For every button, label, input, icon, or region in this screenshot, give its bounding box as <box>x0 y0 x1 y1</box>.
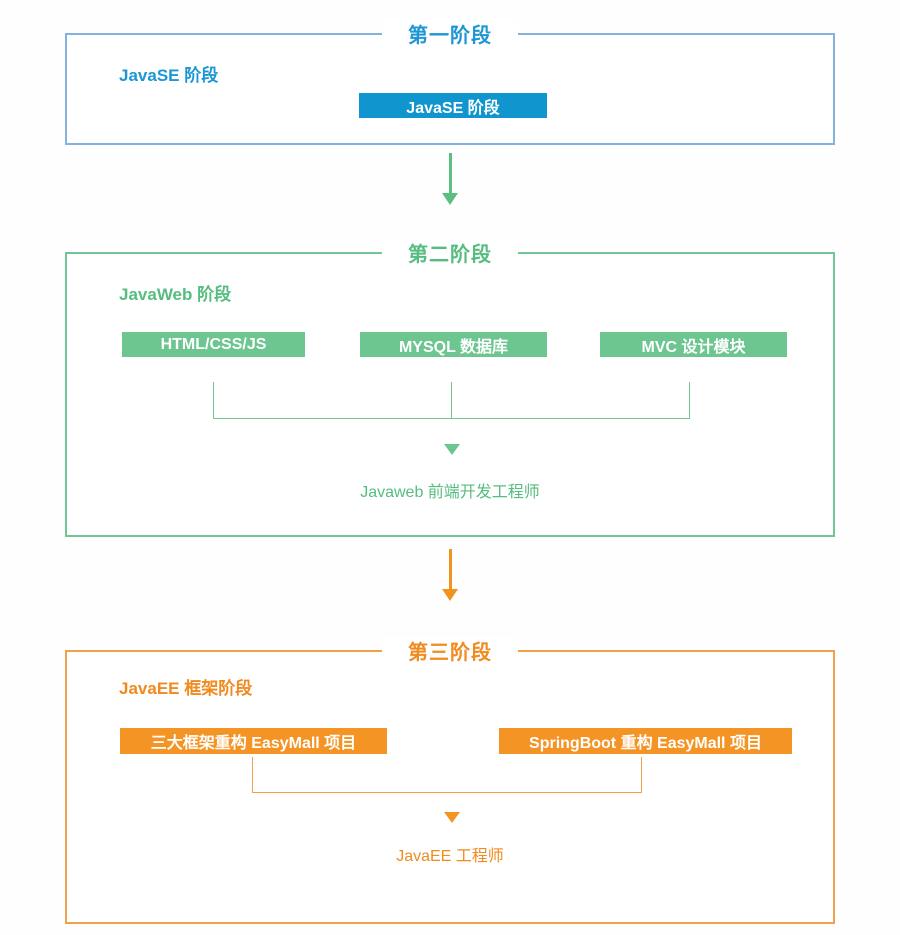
stage-3-chip-springboot: SpringBoot 重构 EasyMall 项目 <box>499 728 792 754</box>
stage-3-chip-three-frameworks: 三大框架重构 EasyMall 项目 <box>120 728 387 754</box>
connector-line <box>641 757 642 793</box>
connector-line <box>451 382 452 419</box>
stage-1-box: 第一阶段 JavaSE 阶段 JavaSE 阶段 <box>65 18 835 145</box>
stage-2-outcome: Javaweb 前端开发工程师 <box>360 484 540 501</box>
stage-2-title: 第二阶段 <box>382 237 518 267</box>
down-arrow-stage2-to-stage3 <box>441 549 459 601</box>
bracket-line <box>213 418 690 419</box>
stage-2-chip-mvc: MVC 设计模块 <box>600 332 787 357</box>
stage-2-chip-html-css-js: HTML/CSS/JS <box>122 332 305 357</box>
stage-3-label: JavaEE 框架阶段 <box>119 679 253 698</box>
arrow-head-icon <box>442 193 458 205</box>
down-arrow-stage1-to-stage2 <box>441 153 459 205</box>
bracket-line <box>252 792 642 793</box>
arrow-shaft <box>448 549 452 589</box>
stage-3-outcome: JavaEE 工程师 <box>396 848 504 865</box>
triangle-down-icon <box>444 812 460 823</box>
connector-line <box>252 757 253 793</box>
stage-2-chip-mysql: MYSQL 数据库 <box>360 332 547 357</box>
triangle-down-icon <box>444 444 460 455</box>
stage-3-box: 第三阶段 JavaEE 框架阶段 三大框架重构 EasyMall 项目 Spri… <box>65 635 835 924</box>
stage-1-title: 第一阶段 <box>382 18 518 48</box>
stage-1-label: JavaSE 阶段 <box>119 66 219 85</box>
stage-1-chip-javase: JavaSE 阶段 <box>359 93 547 118</box>
arrow-head-icon <box>442 589 458 601</box>
connector-line <box>689 382 690 419</box>
connector-line <box>213 382 214 419</box>
stage-2-box: 第二阶段 JavaWeb 阶段 HTML/CSS/JS MYSQL 数据库 MV… <box>65 237 835 537</box>
stage-3-title: 第三阶段 <box>382 635 518 665</box>
arrow-shaft <box>448 153 452 193</box>
stage-2-label: JavaWeb 阶段 <box>119 285 232 304</box>
